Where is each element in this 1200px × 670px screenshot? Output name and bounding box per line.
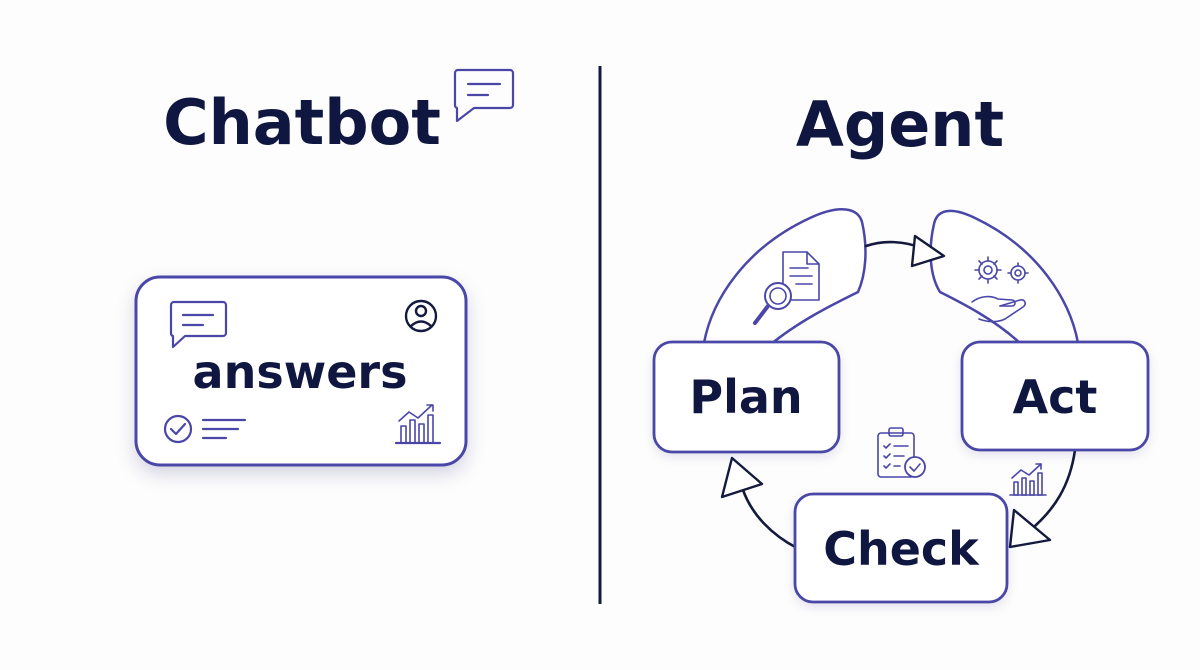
act-label: Act xyxy=(1013,370,1098,424)
chat-bubble-icon xyxy=(169,300,228,349)
cycle-arrow-plan-to-act xyxy=(864,234,946,268)
check-step xyxy=(793,492,1009,604)
bar-chart-growth-icon xyxy=(1009,463,1047,496)
act-petal xyxy=(929,209,1080,347)
document-search-icon xyxy=(753,251,820,325)
gears-hand-icon xyxy=(971,256,1029,323)
chatbot-title: Chatbot xyxy=(163,86,441,159)
check-list-icon xyxy=(163,414,247,444)
cycle-arrow-check-to-plan xyxy=(720,456,799,550)
bar-chart-growth-icon xyxy=(394,404,442,445)
check-label: Check xyxy=(823,522,980,576)
plan-petal xyxy=(702,208,867,347)
plan-label: Plan xyxy=(689,370,802,424)
cycle-arrow-act-to-check xyxy=(1008,448,1077,549)
clipboard-check-icon xyxy=(877,427,926,478)
act-step xyxy=(960,340,1150,452)
chat-bubble-icon xyxy=(453,68,515,123)
agent-title: Agent xyxy=(796,88,1004,161)
chatbot-answers-card xyxy=(134,275,468,467)
answers-label: answers xyxy=(193,345,408,399)
user-circle-icon xyxy=(404,299,438,333)
plan-step xyxy=(652,340,841,454)
